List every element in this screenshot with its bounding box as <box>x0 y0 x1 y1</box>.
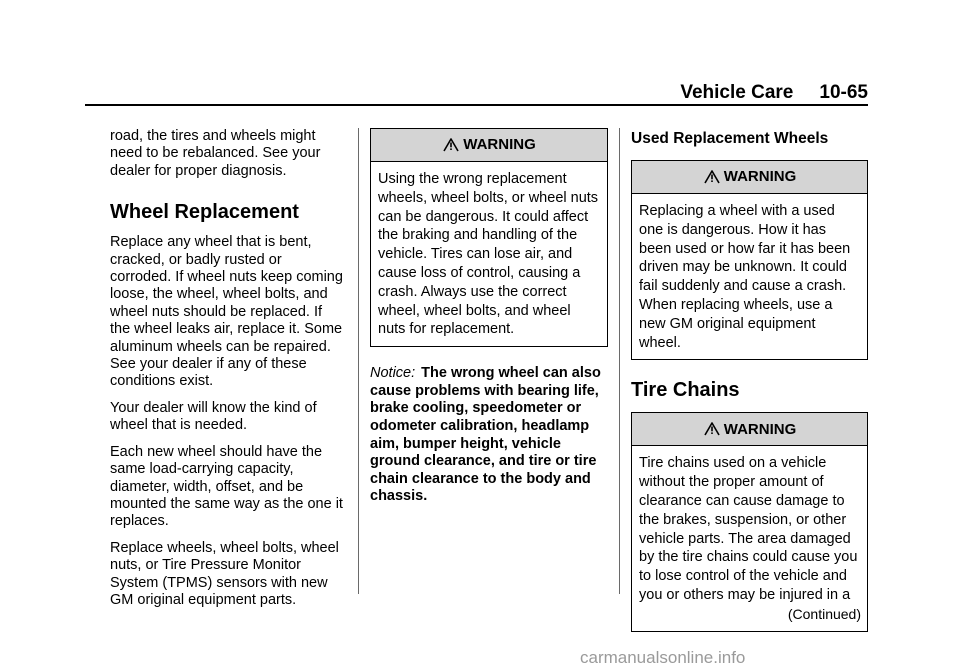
section-title: Vehicle Care <box>680 82 794 103</box>
column-2: WARNING Using the wrong replacement whee… <box>370 128 608 515</box>
warning-text: Replacing a wheel with a used one is dan… <box>639 203 851 351</box>
warning-icon <box>443 137 459 151</box>
subsection-heading: Used Replacement Wheels <box>631 130 829 147</box>
warning-box: WARNING Replacing a wheel with a used on… <box>631 160 868 361</box>
page-header: Vehicle Care 10-65 <box>0 82 868 104</box>
warning-text: Using the wrong replacement wheels, whee… <box>378 171 599 338</box>
paragraph: Replace any wheel that is bent, cracked,… <box>110 234 343 390</box>
warning-header: WARNING <box>371 129 607 162</box>
notice-label: Notice: <box>370 365 416 382</box>
watermark-logo: carmanualsonline.info <box>580 648 746 667</box>
warning-box: WARNING Tire chains used on a vehicle wi… <box>631 412 868 632</box>
section-heading: Tire Chains <box>631 379 740 402</box>
warning-text: Tire chains used on a vehicle without th… <box>632 446 867 630</box>
continued-label: (Continued) <box>787 605 861 622</box>
warning-box: WARNING Using the wrong replacement whee… <box>370 128 608 348</box>
page-number: 10-65 <box>819 82 868 103</box>
column-3: Used Replacement Wheels WARNING Replacin… <box>631 128 868 650</box>
warning-icon <box>704 422 720 436</box>
warning-icon <box>704 169 720 183</box>
paragraph: Replace wheels, wheel bolts, wheel nuts,… <box>110 539 339 608</box>
warning-label: WARNING <box>723 420 797 438</box>
warning-header: WARNING <box>632 161 867 194</box>
warning-label: WARNING <box>723 168 797 186</box>
column-1: road, the tires and wheels might need to… <box>110 128 346 618</box>
notice-paragraph: Notice:The wrong wheel can also cause pr… <box>370 365 608 506</box>
warning-text-content: Tire chains used on a vehicle without th… <box>639 455 858 603</box>
header-rule <box>85 104 868 106</box>
warning-label: WARNING <box>463 136 536 154</box>
column-divider <box>619 128 620 594</box>
paragraph: Each new wheel should have the same load… <box>110 443 343 530</box>
column-divider <box>358 128 359 594</box>
warning-header: WARNING <box>632 413 867 447</box>
section-heading: Wheel Replacement <box>110 201 299 224</box>
paragraph: Your dealer will know the kind of wheel … <box>110 399 317 434</box>
intro-paragraph: road, the tires and wheels might need to… <box>110 128 321 179</box>
notice-text: The wrong wheel can also cause problems … <box>370 365 601 505</box>
